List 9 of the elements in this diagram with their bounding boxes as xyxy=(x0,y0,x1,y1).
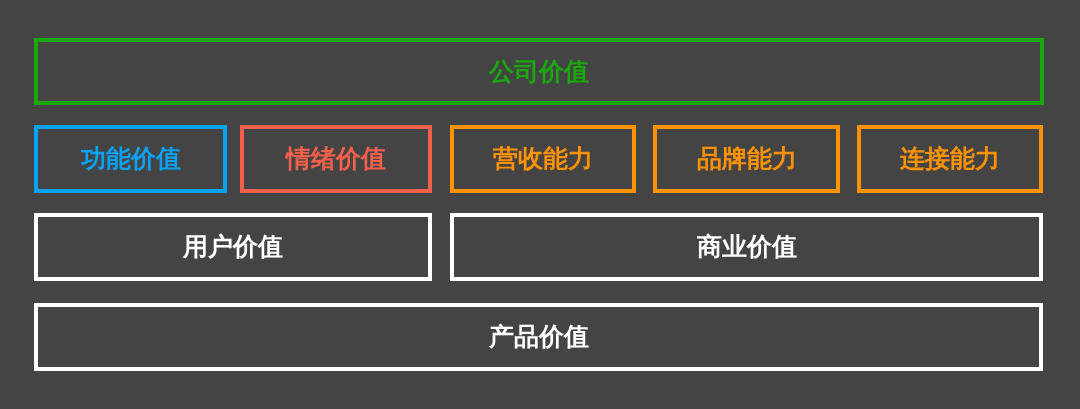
value-box: 品牌能力 xyxy=(653,125,840,193)
value-box: 情绪价值 xyxy=(240,125,432,193)
value-box: 产品价值 xyxy=(34,303,1043,371)
value-box: 用户价值 xyxy=(34,213,432,281)
value-box: 公司价值 xyxy=(34,38,1044,105)
value-box: 商业价值 xyxy=(450,213,1043,281)
value-box: 营收能力 xyxy=(450,125,636,193)
value-box: 功能价值 xyxy=(34,125,227,193)
value-box: 连接能力 xyxy=(857,125,1043,193)
